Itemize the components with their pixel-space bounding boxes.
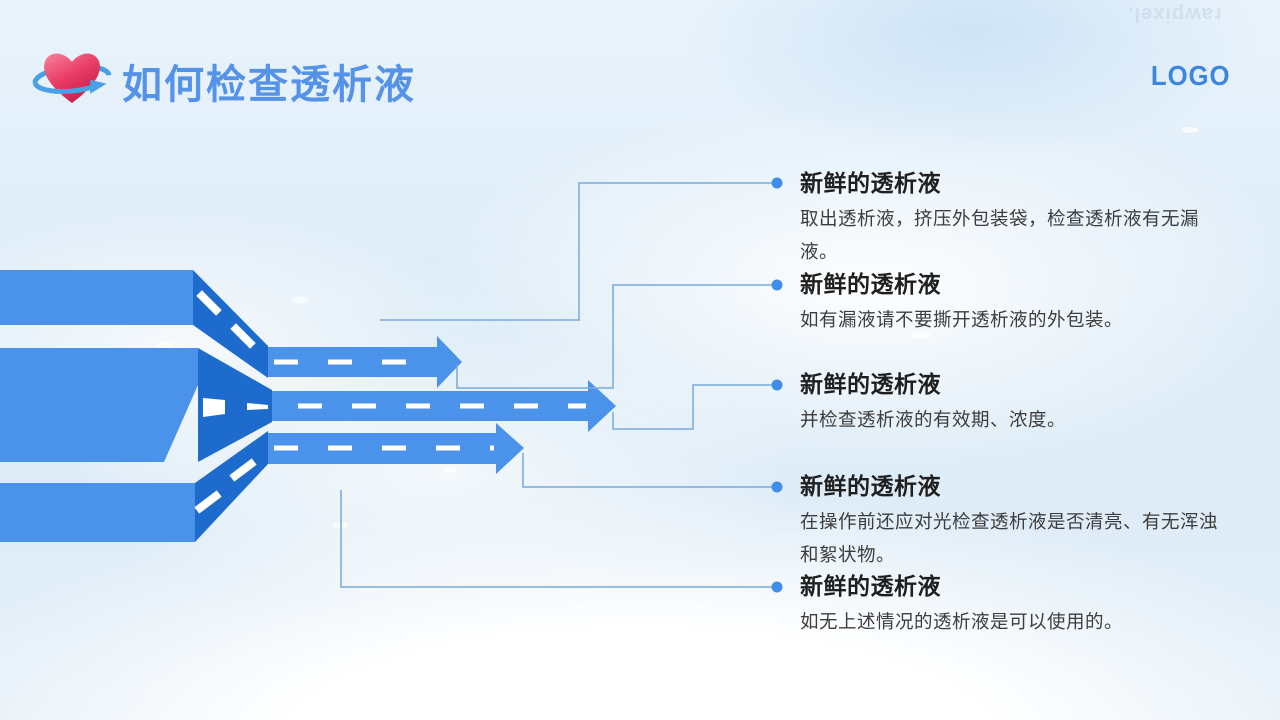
road-bands [0, 270, 198, 542]
text-block-1-body: 取出透析液，挤压外包装袋，检查透析液有无漏液。 [800, 210, 1200, 263]
text-block-4-body: 在操作前还应对光检查透析液是否清亮、有无浑浊和絮状物。 [800, 513, 1219, 566]
connector-1 [380, 182, 772, 321]
sparkle-dots [157, 127, 1198, 528]
text-block-4-heading: 新鲜的透析液 [800, 474, 941, 499]
text-block-5-body: 如无上述情况的透析液是可以使用的。 [800, 613, 1124, 633]
connector-4 [522, 453, 772, 488]
slide-header: 如何检查透析液 LOGO [0, 0, 1280, 120]
arrow-dashes [274, 359, 586, 451]
text-block-3-body: 并检查透析液的有效期、浓度。 [800, 411, 1067, 431]
connector-2 [456, 284, 772, 389]
connector-5 [340, 490, 772, 588]
text-block-1: 新鲜的透析液 取出透析液，挤压外包装袋，检查透析液有无漏液。 [800, 167, 1218, 270]
logo-text: LOGO [1150, 60, 1230, 91]
road-converge-segments [193, 270, 272, 542]
lane-marks [194, 290, 268, 514]
text-block-2: 新鲜的透析液 如有漏液请不要撕开透析液的外包装。 [800, 268, 1218, 338]
text-block-5: 新鲜的透析液 如无上述情况的透析液是可以使用的。 [800, 570, 1218, 640]
road-arrow-middle [272, 380, 616, 432]
heart-orbit-icon [32, 53, 112, 104]
text-block-3: 新鲜的透析液 并检查透析液的有效期、浓度。 [800, 368, 1218, 438]
text-block-3-heading: 新鲜的透析液 [800, 372, 941, 397]
text-block-5-heading: 新鲜的透析液 [800, 574, 941, 599]
road-arrows [268, 336, 616, 474]
text-block-2-body: 如有漏液请不要撕开透析液的外包装。 [800, 311, 1124, 331]
connector-lines [340, 182, 772, 588]
slide-title: 如何检查透析液 [122, 63, 416, 107]
text-block-2-heading: 新鲜的透析液 [800, 272, 941, 297]
text-block-1-heading: 新鲜的透析液 [800, 171, 941, 196]
text-block-4: 新鲜的透析液 在操作前还应对光检查透析液是否清亮、有无浑浊和絮状物。 [800, 470, 1218, 573]
road-arrow-top [268, 336, 462, 388]
connector-3 [612, 384, 772, 430]
bullet-dots [771, 177, 783, 593]
